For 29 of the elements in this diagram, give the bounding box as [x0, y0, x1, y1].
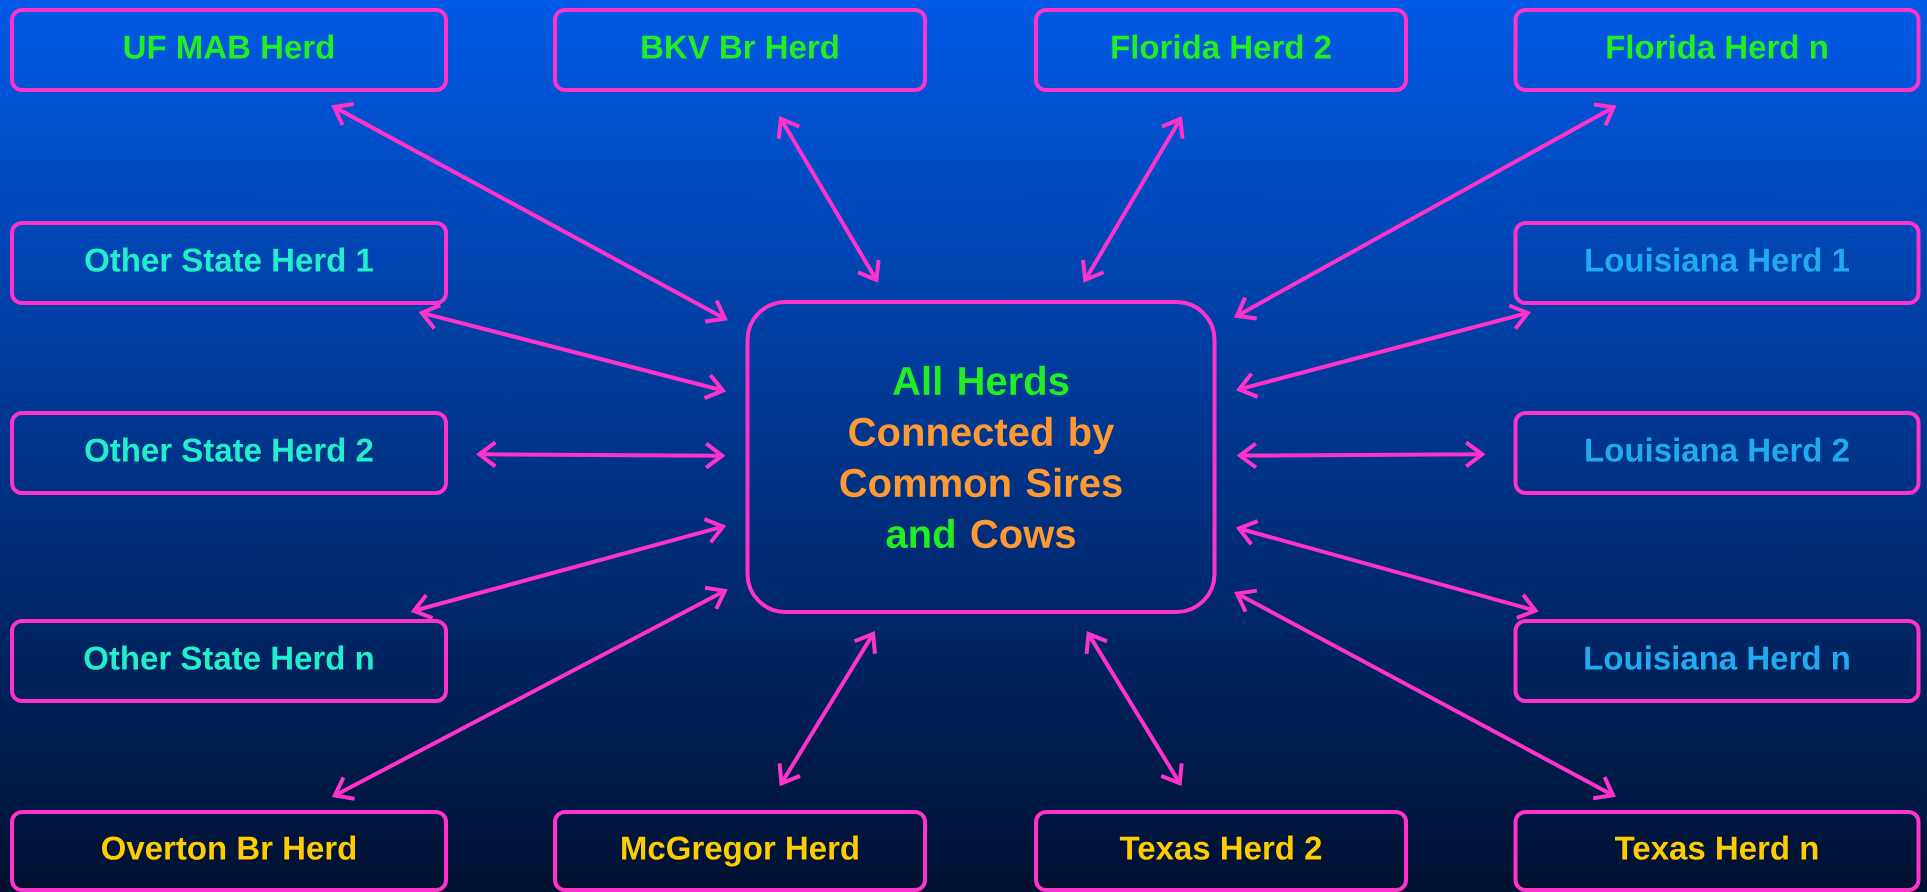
herd-box: Louisiana Herd 1: [1513, 221, 1921, 305]
herd-box: Other State Herd 2: [10, 411, 448, 495]
double-arrow: [1234, 102, 1617, 321]
double-arrow: [1234, 588, 1616, 801]
double-arrow: [1084, 631, 1184, 787]
herd-box: Texas Herd 2: [1034, 810, 1408, 892]
double-arrow: [476, 440, 726, 470]
double-arrow: [1235, 303, 1531, 399]
herd-box: BKV Br Herd: [553, 8, 927, 92]
double-arrow: [777, 631, 877, 787]
herd-box: Overton Br Herd: [10, 810, 448, 892]
herd-box: Louisiana Herd n: [1513, 619, 1921, 703]
herd-box: Louisiana Herd 2: [1513, 411, 1921, 495]
herd-box: UF MAB Herd: [10, 8, 448, 92]
double-arrow: [331, 102, 728, 324]
herd-box: McGregor Herd: [553, 810, 927, 892]
herd-box: Other State Herd n: [10, 619, 448, 703]
double-arrow: [1236, 440, 1486, 470]
double-arrow: [776, 116, 881, 283]
herd-box: Florida Herd n: [1513, 8, 1921, 92]
herd-box: Other State Herd 1: [10, 221, 448, 305]
double-arrow: [1081, 116, 1185, 283]
double-arrow: [418, 303, 727, 400]
hub-box: All Herds Connected by Common Sires and Cows: [745, 300, 1217, 614]
double-arrow: [331, 585, 728, 801]
herd-box: Florida Herd 2: [1034, 8, 1408, 92]
herd-box: Texas Herd n: [1513, 810, 1921, 892]
double-arrow: [1235, 519, 1539, 620]
double-arrow: [410, 517, 727, 620]
